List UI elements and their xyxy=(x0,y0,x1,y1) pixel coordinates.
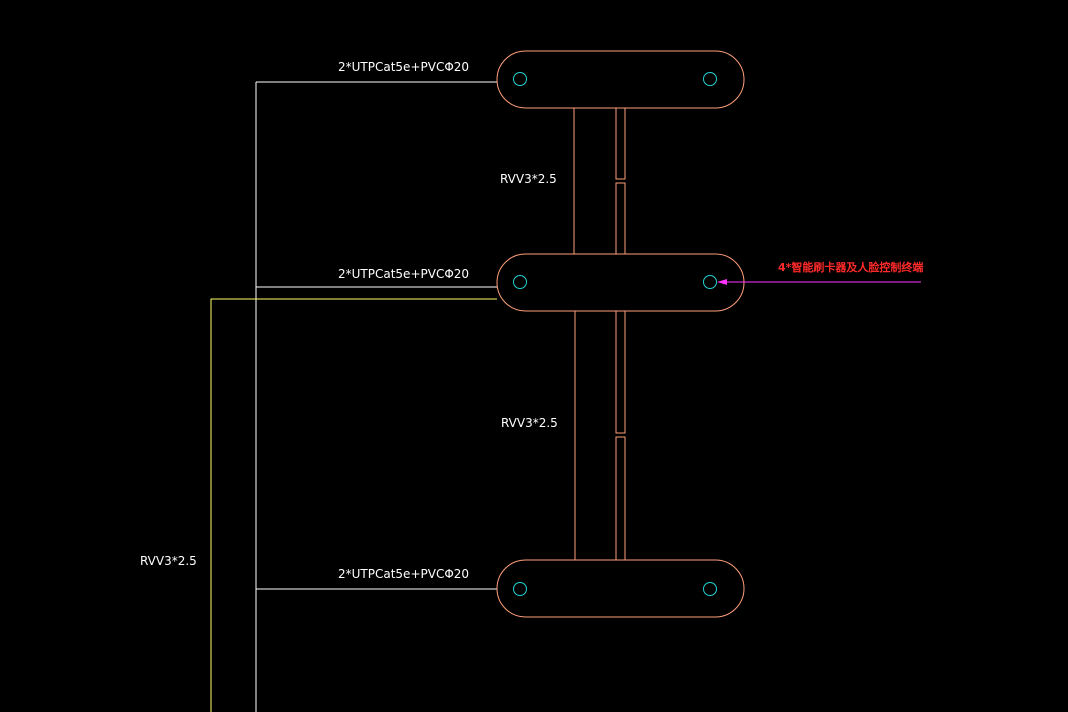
terminal-circle-icon xyxy=(513,275,527,289)
yellow-power-line xyxy=(210,298,497,712)
arrow-head-icon xyxy=(717,279,727,285)
cable-label-bottom: 2*UTPCat5e+PVCΦ20 xyxy=(338,567,469,581)
riser-lower-segment-a xyxy=(615,310,626,434)
riser-lower-segment-b xyxy=(615,436,626,561)
riser-label-upper: RVV3*2.5 xyxy=(500,172,557,186)
power-feed-label: RVV3*2.5 xyxy=(140,554,197,568)
cable-label-middle: 2*UTPCat5e+PVCΦ20 xyxy=(338,267,469,281)
terminal-circle-icon xyxy=(513,72,527,86)
terminal-circle-icon xyxy=(703,72,717,86)
device-box-middle xyxy=(496,253,745,312)
cable-label-top: 2*UTPCat5e+PVCΦ20 xyxy=(338,60,469,74)
terminal-circle-icon xyxy=(513,582,527,596)
device-box-bottom xyxy=(496,559,745,618)
riser-upper-segment-b xyxy=(615,182,626,255)
terminal-circle-icon xyxy=(703,275,717,289)
riser-upper-segment-a xyxy=(615,107,626,180)
device-box-top xyxy=(496,50,745,109)
annotation-text: 4*智能刷卡器及人脸控制终端 xyxy=(778,260,923,274)
riser-label-lower: RVV3*2.5 xyxy=(501,416,558,430)
terminal-circle-icon xyxy=(703,582,717,596)
